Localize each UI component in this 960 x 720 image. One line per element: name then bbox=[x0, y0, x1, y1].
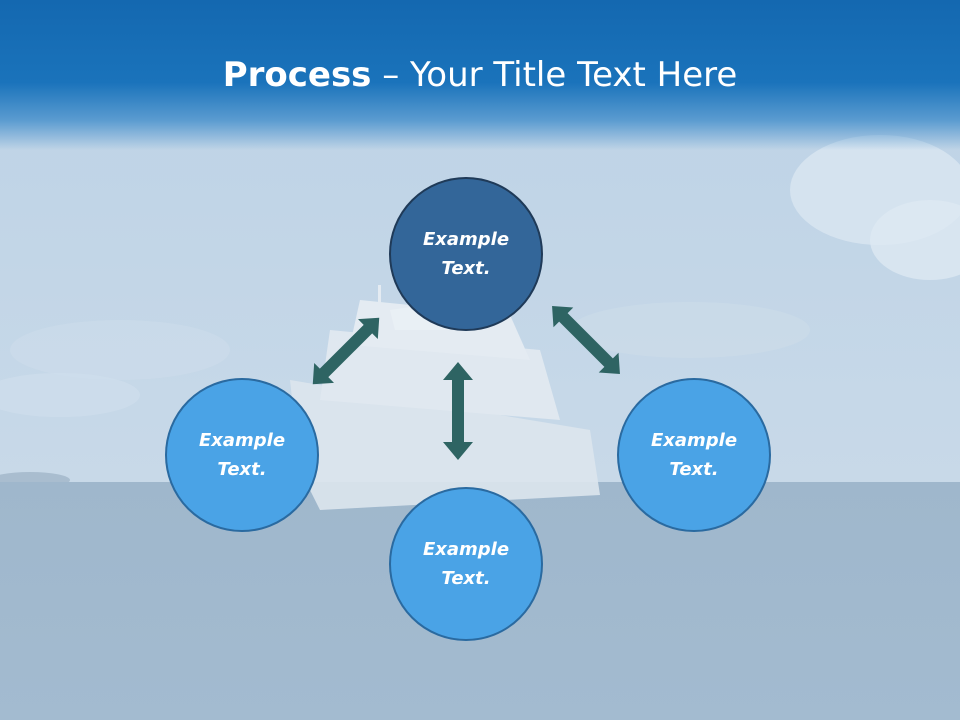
process-node-bottom: Example Text. bbox=[389, 487, 543, 641]
process-node-right: Example Text. bbox=[617, 378, 771, 532]
title-regular-part: – Your Title Text Here bbox=[371, 55, 738, 95]
node-left-text: Example Text. bbox=[198, 430, 286, 480]
title-bar bbox=[0, 0, 960, 150]
title-bold-part: Process bbox=[222, 55, 372, 95]
process-node-top: Example Text. bbox=[389, 177, 543, 331]
arrow-vertical bbox=[443, 362, 473, 460]
ship-silhouette bbox=[290, 285, 600, 510]
node-top-text: Example Text. bbox=[422, 229, 510, 279]
node-right-text: Example Text. bbox=[650, 430, 738, 480]
slide-title: Process – Your Title Text Here bbox=[0, 52, 960, 98]
node-bottom-text: Example Text. bbox=[422, 539, 510, 589]
arrow-top-left bbox=[312, 317, 380, 385]
arrow-top-right bbox=[552, 306, 620, 374]
process-node-left: Example Text. bbox=[165, 378, 319, 532]
